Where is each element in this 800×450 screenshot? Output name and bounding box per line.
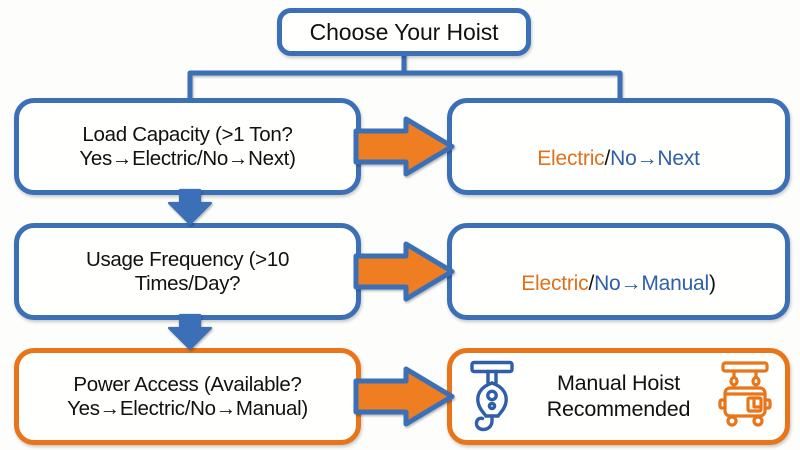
node-outcome-usage-frequency-label: Electric/No→Manual)	[513, 247, 724, 296]
node-usage-frequency[interactable]: Usage Frequency (>10 Times/Day?	[14, 223, 361, 320]
hoist-trolley-icon	[715, 358, 775, 436]
node-power-access-label: Power Access (Available? Yes→Electric/No…	[67, 372, 308, 420]
right-arrow-usage-to-outcome	[353, 241, 455, 302]
outcome-run-close-paren: )	[709, 271, 716, 295]
down-arrow-usage-to-power	[167, 313, 213, 351]
node-outcome-usage-frequency[interactable]: Electric/No→Manual)	[447, 223, 790, 320]
outcome-run-electric: Electric	[521, 271, 589, 295]
node-manual-hoist-recommended[interactable]: Manual Hoist Recommended	[447, 348, 790, 445]
final-result-label: Manual Hoist Recommended	[546, 371, 691, 421]
outcome-run-no-next: No→Next	[610, 146, 700, 170]
hook-block-icon	[462, 358, 522, 436]
outcome-run-electric: Electric	[537, 146, 605, 170]
node-load-capacity-label: Load Capacity (>1 Ton? Yes→Electric/No→N…	[79, 122, 296, 170]
node-outcome-load-capacity[interactable]: Electric/No→Next	[447, 98, 790, 195]
right-arrow-load-to-outcome	[353, 116, 455, 177]
node-outcome-load-capacity-label: Electric/No→Next	[529, 122, 708, 171]
outcome-run-no-manual: No→Manual	[594, 271, 709, 295]
right-arrow-power-to-final	[353, 366, 455, 427]
node-power-access[interactable]: Power Access (Available? Yes→Electric/No…	[14, 348, 361, 445]
outcome-run-separator: /	[588, 271, 595, 295]
outcome-run-separator: /	[604, 146, 611, 170]
t-bracket-connector	[187, 53, 623, 103]
node-load-capacity[interactable]: Load Capacity (>1 Ton? Yes→Electric/No→N…	[14, 98, 361, 195]
down-arrow-load-to-usage	[167, 188, 213, 226]
node-usage-frequency-label: Usage Frequency (>10 Times/Day?	[85, 247, 290, 295]
node-choose-your-hoist[interactable]: Choose Your Hoist	[277, 8, 531, 56]
node-root-label: Choose Your Hoist	[309, 18, 499, 45]
